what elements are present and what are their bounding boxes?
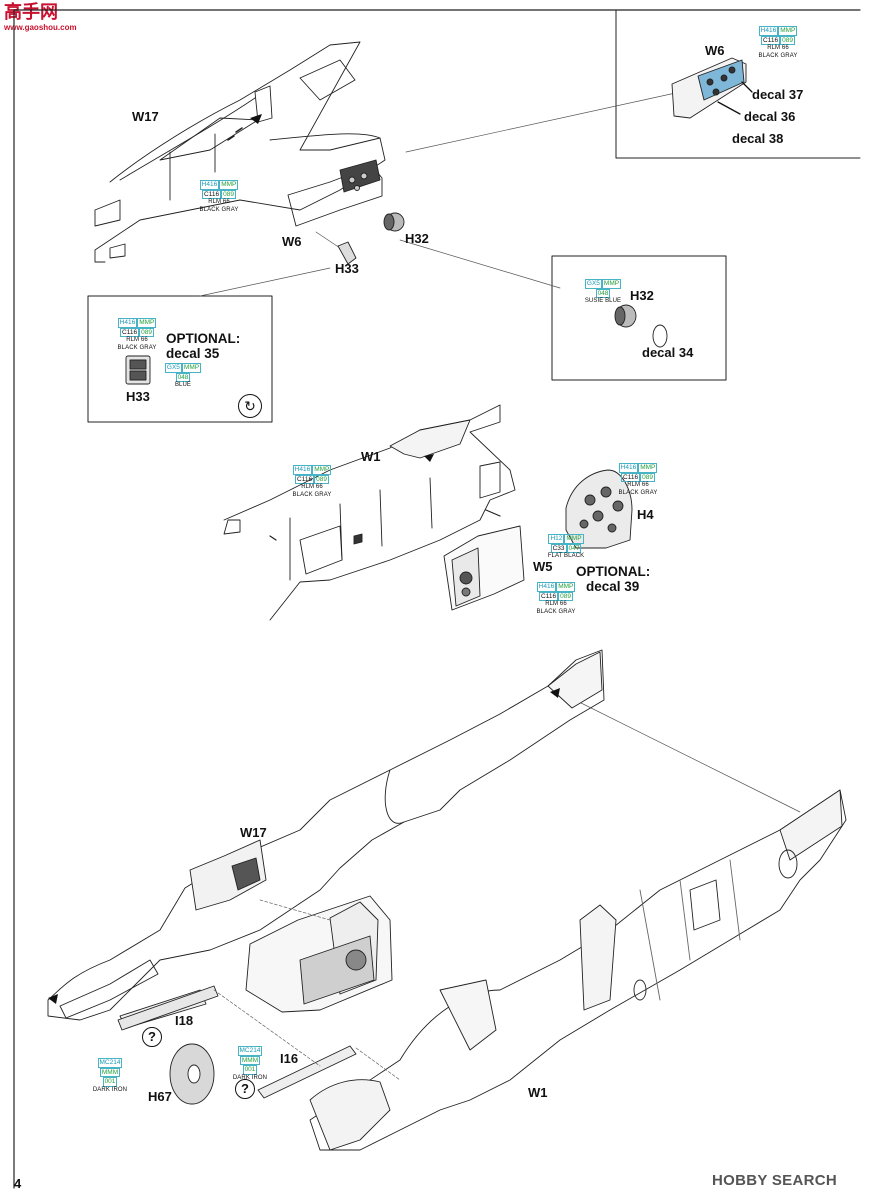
label-decal-36: decal 36	[744, 109, 796, 124]
watermark-url: www.gaoshou.com	[4, 23, 77, 32]
part-h32	[383, 212, 405, 232]
label-h4: H4	[637, 507, 654, 522]
inset-box-h32	[551, 255, 727, 381]
hobby-search-watermark: HOBBY SEARCH	[712, 1172, 838, 1189]
part-h67	[169, 1043, 215, 1105]
label-h67: H67	[148, 1089, 172, 1104]
label-optional-2: OPTIONAL:	[576, 564, 651, 579]
question-icon: ?	[142, 1027, 162, 1047]
label-decal-34: decal 34	[642, 345, 694, 360]
part-i18	[117, 985, 219, 1031]
part-i16	[257, 1045, 357, 1099]
label-w5: W5	[533, 559, 553, 574]
label-w17-top: W17	[132, 109, 159, 124]
instrument-panel-h4	[565, 469, 633, 549]
label-decal-37: decal 37	[752, 87, 804, 102]
rotate-icon: ↻	[238, 394, 262, 418]
label-w1-mid: W1	[361, 449, 381, 464]
label-h32-inset: H32	[630, 288, 654, 303]
page-number: 4	[14, 1176, 22, 1191]
question-icon: ?	[235, 1079, 255, 1099]
label-h33-inset: H33	[126, 389, 150, 404]
label-h33: H33	[335, 261, 359, 276]
label-h32: H32	[405, 231, 429, 246]
instrument-panel-inset	[671, 57, 753, 119]
label-w6-inset: W6	[705, 43, 725, 58]
fuselage-large-w1	[309, 789, 847, 1151]
inset-box-w6	[615, 9, 861, 159]
label-optional-1: OPTIONAL:	[166, 331, 241, 346]
label-w1-bottom: W1	[528, 1085, 548, 1100]
part-h33-inset	[125, 355, 151, 385]
instrument-panel-w5	[443, 525, 525, 611]
label-w17-bottom: W17	[240, 825, 267, 840]
fuselage-middle-view	[223, 404, 516, 621]
part-h33	[337, 241, 357, 265]
paint-callout-dark-iron: MC214 MMM 001 DARK IRON	[232, 1046, 268, 1081]
label-decal-35: decal 35	[166, 346, 220, 361]
paint-callout-dark-iron: MC214 MMM 001 DARK IRON	[92, 1058, 128, 1093]
label-i16: I16	[280, 1051, 299, 1066]
inset-box-h33	[87, 295, 273, 423]
instrument-panel-w6	[287, 159, 383, 227]
part-h32-inset	[614, 304, 668, 348]
cockpit-floor-assembly	[245, 895, 393, 1013]
label-w6: W6	[282, 234, 302, 249]
label-decal-38: decal 38	[732, 131, 784, 146]
label-decal-39: decal 39	[586, 579, 640, 594]
fuselage-top-view	[94, 41, 386, 263]
label-i18: I18	[175, 1013, 194, 1028]
watermark-logo: 高手网	[4, 2, 58, 22]
